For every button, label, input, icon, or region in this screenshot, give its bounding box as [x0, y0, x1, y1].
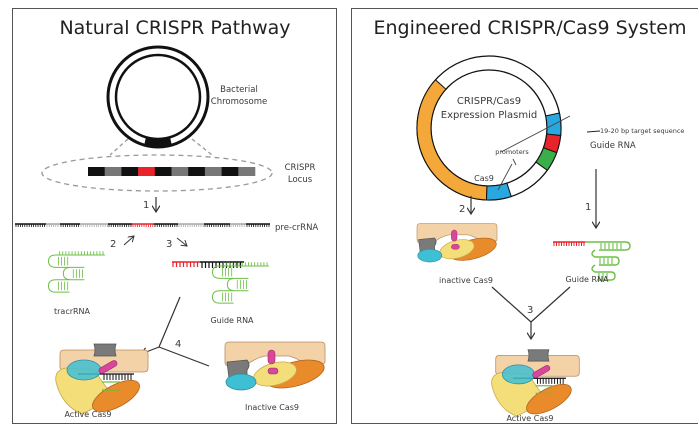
right-panel-frame [351, 8, 698, 424]
locus-label-line1: CRISPR [285, 163, 316, 173]
cas9-pink-domain-lower [267, 367, 279, 375]
right-step3-label: 3 [527, 305, 533, 316]
promoter-pointer-upper [500, 115, 571, 153]
locus-segment [88, 167, 105, 176]
target-sequence-label: 19-20 bp target sequence [600, 127, 684, 135]
locus-segment [188, 167, 206, 176]
right-guide-rna-structure [553, 241, 631, 281]
cas9-pink-domain [98, 360, 118, 374]
guide-hairpin-3 [591, 264, 616, 281]
left-step3-arrow [176, 237, 187, 246]
left-step4-label: 4 [175, 339, 181, 350]
plasmid-guide-rna-label: Guide RNA [590, 141, 636, 151]
rna-loop [47, 254, 70, 268]
pre-crrna-strand [15, 223, 270, 227]
zoom-line-left [109, 138, 129, 156]
locus-segment [138, 167, 156, 176]
cas9-gray-domain [93, 343, 117, 357]
rna-loop [47, 279, 70, 293]
plasmid-label-line2: Expression Plasmid [441, 110, 537, 121]
locus-segment [204, 167, 222, 176]
cas9-orange-domain [526, 383, 572, 415]
locus-segment [154, 167, 172, 176]
bacterial-chromosome [106, 45, 210, 149]
left-panel-title: Natural CRISPR Pathway [59, 17, 290, 39]
locus-label-line2: Locus [288, 175, 313, 185]
cas9-pink-domain [532, 365, 551, 379]
cas9-cyan-domain [417, 248, 443, 263]
step4-line-lower [158, 346, 210, 367]
cas9-promoter-segment [485, 182, 512, 201]
cas9-pink-domain [267, 349, 276, 365]
tracrrna-hairpins [47, 251, 105, 293]
right-inactive-cas9 [416, 223, 498, 263]
left-inactive-cas9 [224, 341, 326, 391]
left-step2-label: 2 [110, 239, 116, 250]
rna-loop [211, 265, 234, 279]
zoom-line-right [191, 138, 213, 156]
chromosome-label-line2: Chromosome [211, 97, 267, 107]
cas9-gray-domain [226, 359, 250, 379]
guide-hairpin-1 [585, 241, 631, 251]
locus-segment [238, 167, 256, 176]
right-step3-line-left [491, 286, 532, 323]
cas9-cyan-domain [501, 364, 536, 385]
cas9-cyan-domain [66, 359, 102, 381]
right-step1-label: 1 [585, 202, 591, 213]
precrrna-label: pre-crRNA [275, 223, 318, 233]
rna-loop [62, 266, 85, 281]
cas9-cyan-domain [225, 373, 257, 391]
cas9-gray-domain [527, 349, 550, 362]
right-active-cas9 [491, 349, 580, 417]
step4-line-upper [158, 296, 181, 348]
cas9-pink-domain-lower [451, 244, 460, 250]
target-pointer [586, 130, 601, 133]
left-panel-frame [12, 8, 337, 424]
cas9-pink-domain [451, 229, 458, 242]
right-step3-line-right [530, 286, 571, 323]
rna-loop [211, 290, 234, 304]
left-step1-label: 1 [143, 200, 149, 211]
left-step2-arrow [123, 236, 134, 246]
promoter-pointer-lower [497, 163, 513, 191]
guide-hairpin-2 [591, 249, 620, 266]
locus-segment [104, 167, 122, 176]
right-panel-title: Engineered CRISPR/Cas9 System [374, 17, 687, 39]
crispr-locus-bar [88, 167, 256, 176]
right-active-cas9-label: Active Cas9 [506, 414, 553, 423]
cas9-gray-domain [418, 237, 437, 253]
guide-rna-segment [535, 147, 558, 172]
plasmid-label-line1: CRISPR/Cas9 [457, 96, 521, 107]
right-step2-label: 2 [459, 204, 465, 215]
rna-loop [226, 277, 249, 292]
crispr-locus-marker [144, 137, 172, 148]
locus-ellipse [41, 154, 273, 192]
cas9-bound-guide [102, 381, 120, 391]
promoter-pointer-short [512, 158, 517, 166]
left-step3-label: 3 [166, 239, 172, 250]
promoters-label: promoters [495, 148, 529, 156]
locus-segment [221, 167, 239, 176]
plasmid-inner-ring [430, 69, 548, 187]
left-guide-rna-structure [172, 261, 269, 304]
cas9-bound-guide [535, 385, 553, 395]
left-active-cas9-label: Active Cas9 [64, 410, 111, 419]
right-guide-rna-label: Guide RNA [565, 275, 609, 284]
expression-plasmid [416, 55, 562, 201]
tracrrna-label: tracrRNA [54, 307, 91, 316]
left-guide-rna-label: Guide RNA [210, 316, 254, 325]
guide-hairpins [211, 262, 269, 304]
left-inactive-cas9-label: Inactive Cas9 [245, 403, 299, 412]
chromosome-label-line1: Bacterial [220, 85, 258, 95]
left-active-cas9 [55, 343, 149, 415]
locus-segment [121, 167, 139, 176]
cas9-orange-domain [92, 380, 140, 412]
tracrrna-structure [47, 251, 105, 293]
locus-segment [171, 167, 189, 176]
cas9-gene-segment [416, 79, 488, 201]
right-inactive-cas9-label: inactive Cas9 [439, 276, 493, 285]
cas9-gene-label: Cas9 [474, 174, 494, 183]
